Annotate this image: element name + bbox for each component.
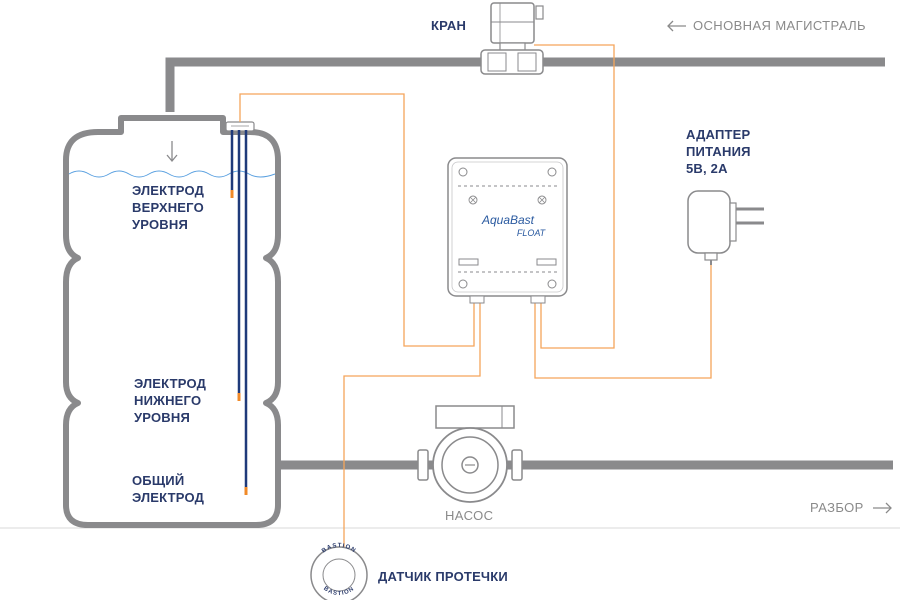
drain-label: РАЗБОР bbox=[810, 500, 864, 515]
lower-electrode-label: ЭЛЕКТРОД НИЖНЕГО УРОВНЯ bbox=[134, 375, 206, 426]
common-electrode-label: ОБЩИЙ ЭЛЕКТРОД bbox=[132, 472, 204, 506]
sensor-ring-text-bottom: BASTION bbox=[322, 586, 355, 597]
controller-box: AquaBast FLOAT bbox=[447, 157, 568, 304]
main-line-label: ОСНОВНАЯ МАГИСТРАЛЬ bbox=[693, 18, 866, 33]
common-electrode-label-line2: ЭЛЕКТРОД bbox=[132, 490, 205, 505]
common-electrode-label-line1: ОБЩИЙ bbox=[132, 473, 185, 488]
upper-electrode-label-line2: ВЕРХНЕГО bbox=[132, 200, 204, 215]
pump bbox=[417, 405, 523, 503]
water-surface bbox=[68, 170, 276, 178]
arrow-down-icon bbox=[166, 141, 178, 163]
main-line-pipe bbox=[165, 57, 885, 112]
wire-leak-sensor bbox=[343, 303, 481, 548]
leak-sensor: BASTION BASTION bbox=[310, 543, 368, 604]
upper-electrode bbox=[230, 130, 234, 198]
upper-electrode-label-line1: ЭЛЕКТРОД bbox=[132, 183, 205, 198]
power-adapter bbox=[687, 190, 764, 265]
pump-label: НАСОС bbox=[445, 508, 494, 523]
upper-electrode-label-line3: УРОВНЯ bbox=[132, 217, 189, 232]
electrode-fitting bbox=[225, 121, 255, 132]
adapter-label: АДАПТЕР ПИТАНИЯ 5В, 2А bbox=[686, 126, 751, 177]
wire-electrodes bbox=[239, 93, 475, 347]
wires bbox=[239, 44, 712, 548]
svg-text:BASTION: BASTION bbox=[321, 543, 357, 555]
sensor-ring-text-top: BASTION bbox=[321, 543, 356, 555]
arrow-left-icon bbox=[667, 20, 686, 32]
leak-sensor-label: ДАТЧИК ПРОТЕЧКИ bbox=[378, 569, 508, 584]
lower-electrode-label-line1: ЭЛЕКТРОД bbox=[134, 376, 207, 391]
common-electrode bbox=[244, 130, 248, 495]
adapter-label-line1: АДАПТЕР bbox=[686, 127, 751, 142]
arrow-right-icon bbox=[873, 502, 892, 514]
valve bbox=[480, 2, 544, 75]
lower-electrode-label-line2: НИЖНЕГО bbox=[134, 393, 202, 408]
water-tank bbox=[63, 115, 281, 528]
controller-brand: AquaBast bbox=[481, 213, 535, 227]
lower-electrode bbox=[237, 130, 241, 401]
svg-text:BASTION: BASTION bbox=[322, 586, 356, 597]
lower-electrode-label-line3: УРОВНЯ bbox=[134, 410, 191, 425]
adapter-label-line3: 5В, 2А bbox=[686, 161, 728, 176]
valve-label: КРАН bbox=[431, 18, 467, 33]
adapter-label-line2: ПИТАНИЯ bbox=[686, 144, 751, 159]
wire-valve bbox=[534, 44, 615, 349]
wire-adapter bbox=[534, 263, 712, 379]
upper-electrode-label: ЭЛЕКТРОД ВЕРХНЕГО УРОВНЯ bbox=[132, 182, 204, 233]
controller-model: FLOAT bbox=[517, 228, 547, 238]
